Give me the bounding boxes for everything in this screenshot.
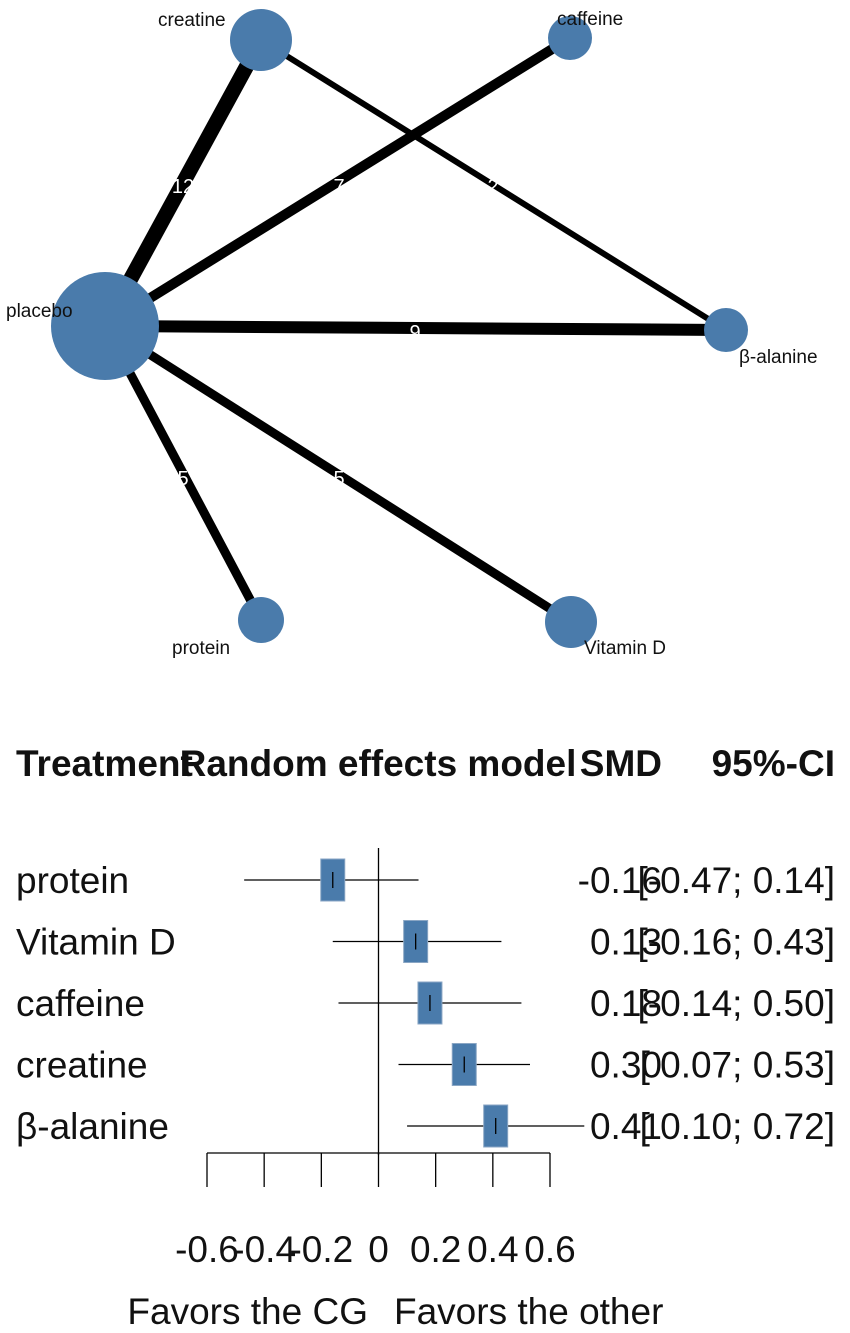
node-placebo (51, 272, 159, 380)
row-ci-value: [ 0.10; 0.72] (640, 1106, 835, 1147)
forest-plot: Treatment Random effects model SMD 95%-C… (16, 743, 835, 1332)
node-label-creatine: creatine (158, 10, 226, 31)
node-vitamin-d (545, 596, 597, 648)
edge-label-placebo-b-alanine: 9 (409, 322, 420, 344)
edge-placebo-protein (101, 323, 265, 623)
node-protein (238, 597, 284, 643)
row-ci-value: [-0.47; 0.14] (638, 860, 835, 901)
row-smd-value: 0.41 (590, 1106, 662, 1147)
row-smd-value: -0.16 (578, 860, 662, 901)
network-plot: 12 7 2 9 5 5 placebo creatine caffeine β-alanine… (6, 9, 818, 659)
favors-right-label: Favors the other (394, 1291, 663, 1332)
row-treatment-label: caffeine (16, 983, 145, 1024)
header-model: Random effects model (180, 743, 577, 784)
row-treatment-label: protein (16, 860, 129, 901)
node-caffeine (548, 16, 592, 60)
row-smd-value: 0.18 (590, 983, 662, 1024)
edge-placebo-creatine (98, 36, 268, 330)
x-tick-label: -0.6 (175, 1229, 239, 1270)
network-edges (98, 33, 728, 626)
network-node-labels: placebo creatine caffeine β-alanine protein V… (6, 9, 818, 659)
edge-placebo-caffeine (102, 33, 573, 331)
network-edge-labels: 12 7 2 9 5 5 (172, 176, 499, 490)
network-nodes (51, 9, 748, 648)
x-tick-label: -0.2 (289, 1229, 353, 1270)
edge-label-placebo-creatine: 12 (172, 176, 194, 198)
node-label-b-alanine: β-alanine (739, 347, 818, 368)
x-tick-label: 0.4 (467, 1229, 518, 1270)
node-label-placebo: placebo (6, 301, 73, 322)
node-label-caffeine: caffeine (557, 9, 623, 30)
row-smd-value: 0.30 (590, 1045, 662, 1086)
x-tick-label: 0.6 (524, 1229, 575, 1270)
edge-label-placebo-protein: 5 (177, 468, 188, 490)
node-creatine (230, 9, 292, 71)
favors-left-label: Favors the CG (127, 1291, 368, 1332)
edge-label-placebo-caffeine: 7 (333, 176, 344, 198)
edge-label-creatine-b-alanine: 2 (487, 176, 498, 198)
header-treatment: Treatment (16, 743, 193, 784)
node-label-vitamin-d: Vitamin D (584, 638, 666, 659)
row-ci-value: [ 0.07; 0.53] (640, 1045, 835, 1086)
edge-creatine-b-alanine (259, 37, 728, 333)
edge-label-placebo-vitamin-d: 5 (333, 468, 344, 490)
row-treatment-label: creatine (16, 1045, 148, 1086)
header-smd: SMD (580, 743, 662, 784)
row-ci-value: [-0.16; 0.43] (638, 922, 835, 963)
node-b-alanine (704, 308, 748, 352)
row-smd-value: 0.13 (590, 922, 662, 963)
row-treatment-label: β-alanine (16, 1106, 169, 1147)
x-tick-label: 0.2 (410, 1229, 461, 1270)
header-ci: 95%-CI (712, 743, 835, 784)
row-treatment-label: Vitamin D (16, 922, 176, 963)
x-tick-label: 0 (368, 1229, 389, 1270)
x-tick-label: -0.4 (232, 1229, 296, 1270)
node-label-protein: protein (172, 638, 230, 659)
edge-placebo-vitamin-d (102, 322, 574, 626)
edge-placebo-b-alanine (104, 320, 727, 336)
row-ci-value: [-0.14; 0.50] (638, 983, 835, 1024)
